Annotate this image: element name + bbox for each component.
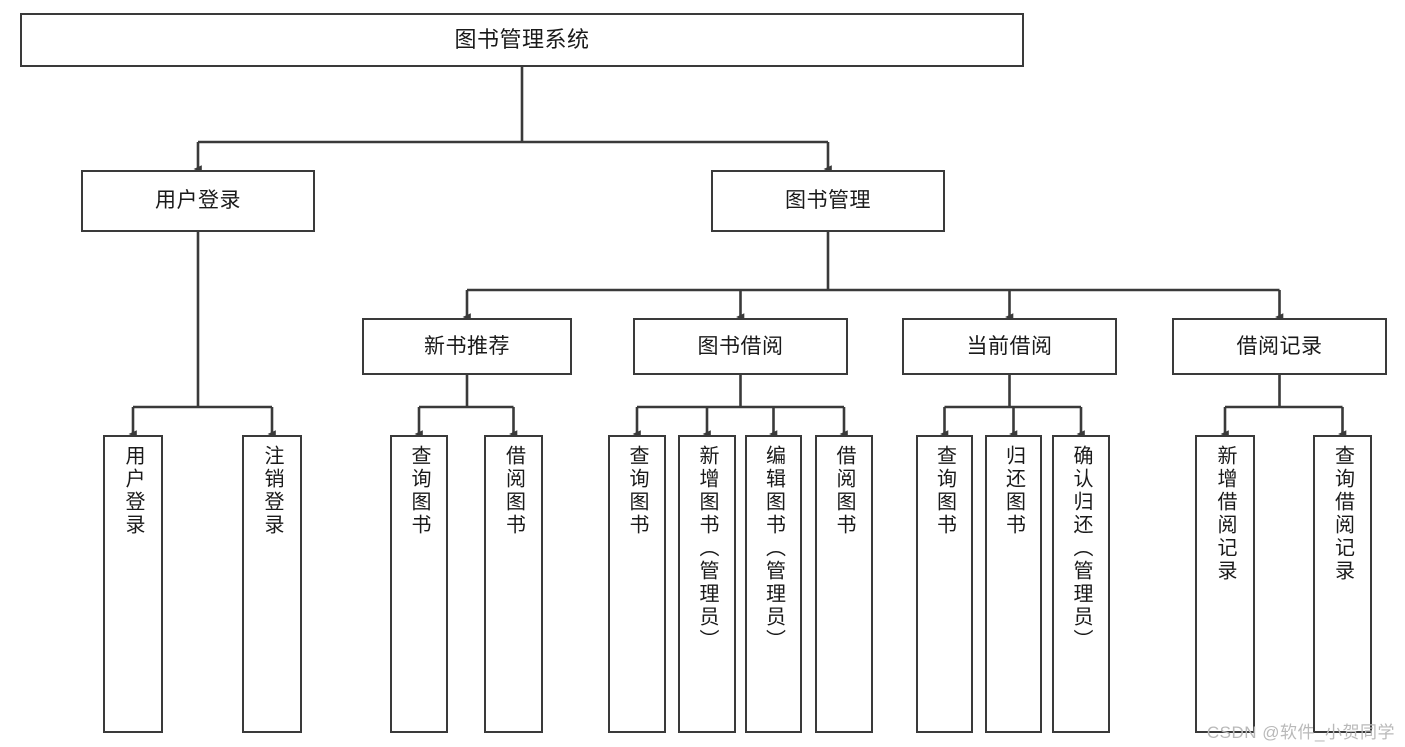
node-label: 确认归还（管理员） [1070,445,1092,652]
node-label: 图书借阅 [697,334,784,358]
node-book-management[interactable]: 图书管理 [711,170,945,232]
leaf-node-borrow-books-1[interactable]: 借阅图书 [484,435,543,733]
node-label: 新增借阅记录 [1214,445,1236,583]
node-label: 图书管理系统 [454,26,590,52]
node-label: 查询图书 [408,445,430,537]
node-label: 查询图书 [933,445,956,537]
leaf-node-query-books-1[interactable]: 查询图书 [390,435,448,733]
node-label: 归还图书 [1002,445,1025,537]
leaf-node-add-borrow-record[interactable]: 新增借阅记录 [1195,435,1255,733]
leaf-node-edit-book-admin[interactable]: 编辑图书（管理员） [745,435,802,733]
node-label: 新书推荐 [424,334,510,358]
node-label: 当前借阅 [966,334,1053,358]
node-label: 编辑图书（管理员） [762,445,785,652]
leaf-node-logout[interactable]: 注销登录 [242,435,302,733]
node-label: 借阅图书 [833,445,855,537]
node-root[interactable]: 图书管理系统 [20,13,1024,67]
leaf-node-query-books-2[interactable]: 查询图书 [608,435,666,733]
leaf-node-query-borrow-record[interactable]: 查询借阅记录 [1313,435,1372,733]
node-label: 新增图书（管理员） [696,445,718,652]
leaf-node-confirm-return-admin[interactable]: 确认归还（管理员） [1052,435,1110,733]
leaf-node-return-books[interactable]: 归还图书 [985,435,1042,733]
leaf-node-user-login[interactable]: 用户登录 [103,435,163,733]
leaf-node-add-book-admin[interactable]: 新增图书（管理员） [678,435,736,733]
node-label: 用户登录 [122,445,144,537]
node-user-login[interactable]: 用户登录 [81,170,315,232]
leaf-node-borrow-books-2[interactable]: 借阅图书 [815,435,873,733]
node-book-borrow[interactable]: 图书借阅 [633,318,848,375]
node-label: 图书管理 [785,189,871,213]
leaf-node-query-books-3[interactable]: 查询图书 [916,435,973,733]
node-label: 注销登录 [261,445,283,537]
node-current-borrow[interactable]: 当前借阅 [902,318,1117,375]
node-new-book-recommend[interactable]: 新书推荐 [362,318,572,375]
node-label: 查询借阅记录 [1331,445,1354,583]
watermark: CSDN @软件_小贺同学 [1206,723,1395,742]
node-label: 查询图书 [626,445,648,537]
node-label: 借阅记录 [1236,334,1323,358]
node-borrow-records[interactable]: 借阅记录 [1172,318,1387,375]
node-label: 借阅图书 [502,445,525,537]
node-label: 用户登录 [155,189,241,213]
